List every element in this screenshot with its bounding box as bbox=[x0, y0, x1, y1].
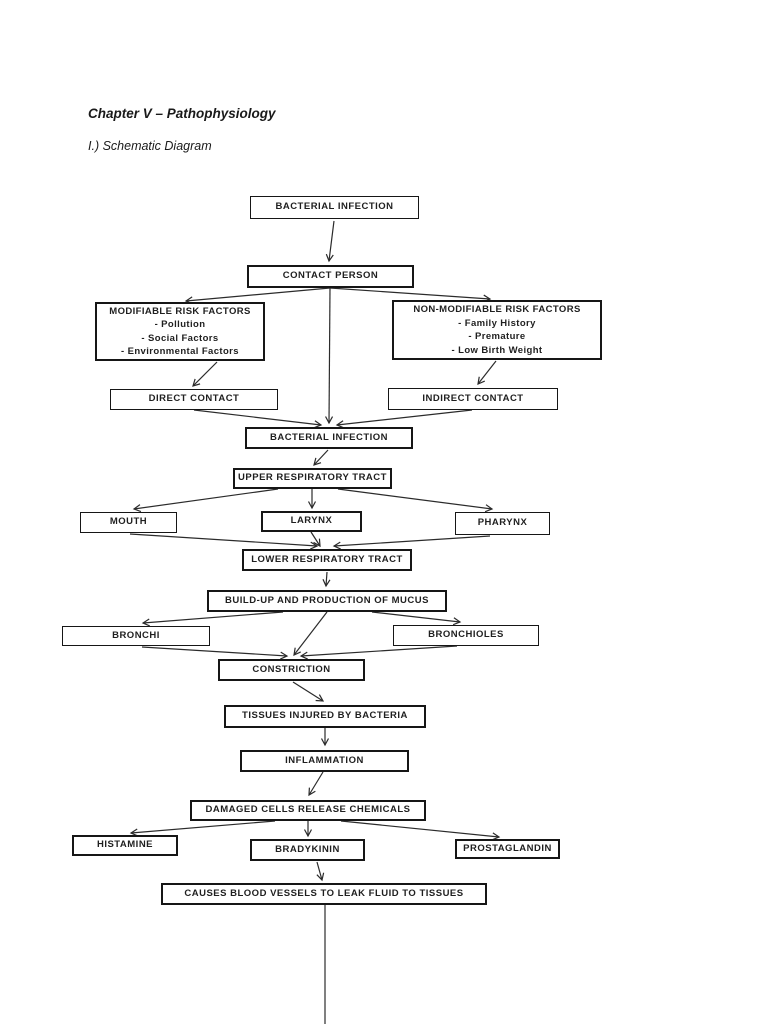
node-non-modifiable-risk-factors: NON-MODIFIABLE RISK FACTORS - Family His… bbox=[392, 300, 602, 360]
node-label: BRONCHIOLES bbox=[428, 629, 504, 641]
node-constriction: CONSTRICTION bbox=[218, 659, 365, 681]
node-direct-contact: DIRECT CONTACT bbox=[110, 389, 278, 410]
node-label: TISSUES INJURED BY BACTERIA bbox=[242, 710, 408, 722]
node-label: LOWER RESPIRATORY TRACT bbox=[251, 553, 403, 565]
node-label: INFLAMMATION bbox=[285, 754, 364, 766]
node-mucus-buildup: BUILD-UP AND PRODUCTION OF MUCUS bbox=[207, 590, 447, 612]
node-label: BACTERIAL INFECTION bbox=[275, 201, 394, 213]
section-heading: I.) Schematic Diagram bbox=[88, 139, 212, 153]
node-label: DIRECT CONTACT bbox=[148, 393, 240, 405]
node-pharynx: PHARYNX bbox=[455, 512, 550, 535]
node-modifiable-risk-factors: MODIFIABLE RISK FACTORS - Pollution - So… bbox=[95, 302, 265, 361]
node-list-item: - Social Factors bbox=[141, 332, 219, 344]
node-label: BRONCHI bbox=[112, 629, 160, 641]
node-larynx: LARYNX bbox=[261, 511, 362, 532]
node-upper-respiratory-tract: UPPER RESPIRATORY TRACT bbox=[233, 468, 392, 489]
node-label: PHARYNX bbox=[477, 517, 528, 529]
node-list-item: - Environmental Factors bbox=[121, 346, 239, 357]
node-bronchi: BRONCHI bbox=[62, 626, 210, 646]
node-list-item: - Family History bbox=[458, 317, 536, 329]
node-title: MODIFIABLE RISK FACTORS bbox=[109, 305, 251, 317]
node-label: UPPER RESPIRATORY TRACT bbox=[238, 472, 387, 484]
node-bradykinin: BRADYKININ bbox=[250, 839, 365, 861]
node-prostaglandin: PROSTAGLANDIN bbox=[455, 839, 560, 859]
node-mouth: MOUTH bbox=[80, 512, 177, 533]
node-bacterial-infection-mid: BACTERIAL INFECTION bbox=[245, 427, 413, 449]
node-list-item: - Pollution bbox=[154, 319, 206, 330]
node-label: CONSTRICTION bbox=[252, 663, 331, 675]
node-damaged-cells: DAMAGED CELLS RELEASE CHEMICALS bbox=[190, 800, 426, 821]
node-label: BUILD-UP AND PRODUCTION OF MUCUS bbox=[225, 594, 429, 606]
node-contact-person: CONTACT PERSON bbox=[247, 265, 414, 288]
node-label: BACTERIAL INFECTION bbox=[269, 431, 389, 443]
node-title: NON-MODIFIABLE RISK FACTORS bbox=[413, 304, 581, 315]
node-histamine: HISTAMINE bbox=[72, 835, 178, 856]
node-list-item: - Low Birth Weight bbox=[451, 344, 543, 356]
node-label: CONTACT PERSON bbox=[282, 270, 379, 282]
node-leak-fluid: CAUSES BLOOD VESSELS TO LEAK FLUID TO TI… bbox=[161, 883, 487, 905]
node-label: MOUTH bbox=[109, 516, 148, 528]
node-bacterial-infection-top: BACTERIAL INFECTION bbox=[250, 196, 419, 219]
node-indirect-contact: INDIRECT CONTACT bbox=[388, 388, 558, 410]
node-label: PROSTAGLANDIN bbox=[463, 842, 552, 854]
node-label: BRADYKININ bbox=[275, 843, 340, 855]
chapter-heading: Chapter V – Pathophysiology bbox=[88, 106, 276, 121]
node-label: HISTAMINE bbox=[96, 839, 154, 851]
node-label: DAMAGED CELLS RELEASE CHEMICALS bbox=[205, 804, 411, 816]
node-bronchioles: BRONCHIOLES bbox=[393, 625, 539, 646]
node-inflammation: INFLAMMATION bbox=[240, 750, 409, 772]
node-list-item: - Premature bbox=[468, 331, 526, 342]
node-label: CAUSES BLOOD VESSELS TO LEAK FLUID TO TI… bbox=[184, 887, 464, 899]
node-tissues-injured: TISSUES INJURED BY BACTERIA bbox=[224, 705, 426, 728]
node-lower-respiratory-tract: LOWER RESPIRATORY TRACT bbox=[242, 549, 412, 571]
node-label: INDIRECT CONTACT bbox=[422, 392, 524, 404]
node-label: LARYNX bbox=[290, 515, 333, 527]
